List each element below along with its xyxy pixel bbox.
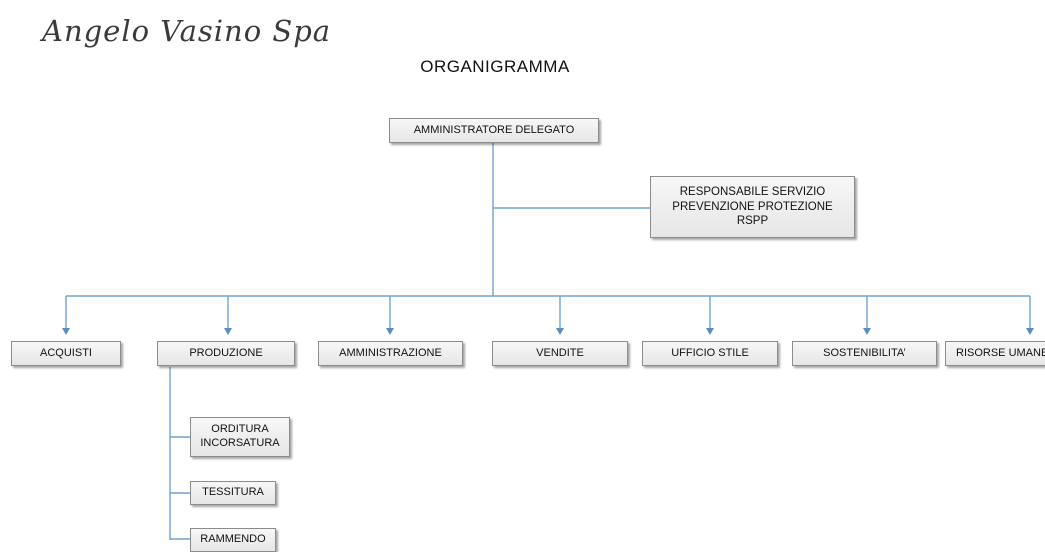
arrow-risorse-umane (1026, 328, 1034, 335)
node-ceo: AMMINISTRATORE DELEGATO (389, 118, 599, 143)
arrow-amministrazione (386, 328, 394, 335)
node-department-amministrazione: AMMINISTRAZIONE (318, 341, 463, 366)
arrow-ufficio-stile (706, 328, 714, 335)
node-unit-rammendo: RAMMENDO (190, 528, 276, 552)
node-department-vendite: VENDITE (492, 341, 628, 366)
arrow-produzione (224, 328, 232, 335)
node-unit-orditura-incorsatura: ORDITURA INCORSATURA (190, 417, 290, 457)
arrow-sostenibilita (863, 328, 871, 335)
page-title: ORGANIGRAMMA (420, 57, 570, 76)
company-logo: Angelo Vasino Spa (42, 14, 332, 48)
node-department-ufficio-stile: UFFICIO STILE (642, 341, 778, 366)
node-rspp: RESPONSABILE SERVIZIO PREVENZIONE PROTEZ… (650, 176, 855, 238)
node-unit-tessitura: TESSITURA (190, 481, 276, 505)
node-department-sostenibilita: SOSTENIBILITA’ (792, 341, 937, 366)
arrow-vendite (556, 328, 564, 335)
node-department-acquisti: ACQUISTI (11, 341, 121, 366)
node-department-risorse-umane: RISORSE UMANE (945, 341, 1045, 366)
arrow-acquisti (62, 328, 70, 335)
node-department-produzione: PRODUZIONE (157, 341, 295, 366)
